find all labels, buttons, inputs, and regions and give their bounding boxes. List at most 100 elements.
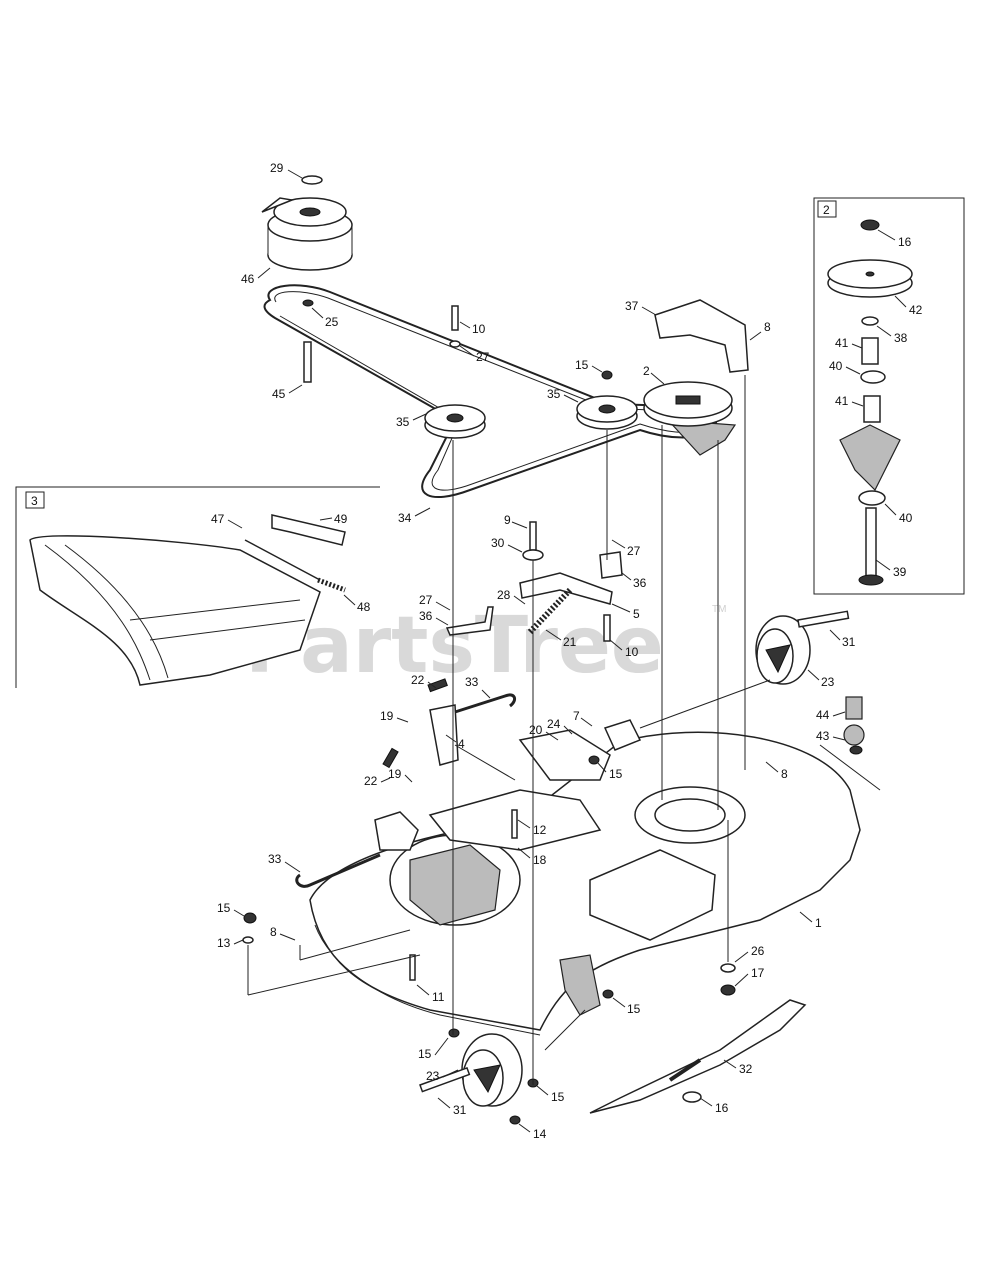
bracket-36-part — [599, 551, 623, 579]
callout-35a: 35 — [547, 387, 561, 401]
nut-15d-part — [602, 989, 614, 999]
callout-9: 9 — [504, 513, 511, 527]
callout-15c: 15 — [217, 901, 231, 915]
callout-27c: 27 — [419, 593, 433, 607]
callout-40a: 40 — [829, 359, 843, 373]
callout-45: 45 — [272, 387, 286, 401]
nut-17-part — [720, 984, 736, 996]
callout-26: 26 — [751, 944, 765, 958]
callout-36a: 36 — [633, 576, 647, 590]
callout-42: 42 — [909, 303, 923, 317]
idler-pulley-right-part — [576, 395, 638, 430]
nut-16b-part — [682, 1091, 702, 1103]
bolt-10b-part — [603, 614, 611, 642]
callout-12: 12 — [533, 823, 547, 837]
callout-31b: 31 — [453, 1103, 467, 1117]
callout-34: 34 — [398, 511, 412, 525]
callout-33b: 33 — [268, 852, 282, 866]
spindle-pulley-part — [643, 381, 737, 456]
washer-27-part — [449, 340, 461, 348]
callout-29: 29 — [270, 161, 284, 175]
callout-15b: 15 — [609, 767, 623, 781]
callout-10b: 10 — [625, 645, 639, 659]
inset-box-2-label: 2 — [823, 203, 830, 217]
callout-23b: 23 — [426, 1069, 440, 1083]
callout-14: 14 — [533, 1127, 547, 1141]
partstree-watermark: PartsTree — [245, 601, 664, 691]
callout-16a: 16 — [898, 235, 912, 249]
callout-39: 39 — [893, 565, 907, 579]
blade-32-part — [589, 999, 807, 1114]
callout-41a: 41 — [835, 336, 849, 350]
callout-7: 7 — [573, 709, 580, 723]
callout-24: 24 — [547, 717, 561, 731]
callout-18: 18 — [533, 853, 547, 867]
callout-49: 49 — [334, 512, 348, 526]
callout-41b: 41 — [835, 394, 849, 408]
callout-32: 32 — [739, 1062, 753, 1076]
bolt-9-part — [529, 521, 537, 551]
nut-25-part — [302, 299, 314, 307]
callout-22b: 22 — [364, 774, 378, 788]
inset-box-3-label: 3 — [31, 494, 38, 508]
washer-26-part — [720, 963, 736, 973]
spring-21-part — [527, 587, 573, 635]
bolt-10-part — [451, 305, 459, 331]
inset-box-3: 3 — [15, 486, 380, 688]
callout-48: 48 — [357, 600, 371, 614]
callout-46: 46 — [241, 272, 255, 286]
callout-5: 5 — [633, 607, 640, 621]
nut-15c-part — [243, 912, 257, 924]
adjuster-44-43-part — [843, 696, 865, 755]
callout-43: 43 — [816, 729, 830, 743]
rod-33a-part — [454, 693, 517, 714]
callout-38: 38 — [894, 331, 908, 345]
callout-35b: 35 — [396, 415, 410, 429]
nut-14-part — [509, 1115, 521, 1125]
callout-27b: 27 — [627, 544, 641, 558]
callout-40b: 40 — [899, 511, 913, 525]
electric-clutch-part — [261, 175, 353, 271]
callout-30: 30 — [491, 536, 505, 550]
idler-arm-5-part — [519, 572, 613, 605]
callout-15e: 15 — [418, 1047, 432, 1061]
idler-pulley-left-part — [424, 404, 486, 439]
leader-lines — [247, 375, 881, 1085]
gauge-wheel-right-part — [755, 610, 850, 685]
callout-8b: 8 — [781, 767, 788, 781]
bracket-36b-part — [445, 606, 494, 636]
gauge-wheel-left-part — [419, 1033, 523, 1107]
callout-labels: 29 46 25 45 10 27 15 35 35 2 37 8 34 9 3… — [211, 161, 923, 1141]
spring-22b-part — [382, 747, 399, 769]
callout-25: 25 — [325, 315, 339, 329]
callout-36b: 36 — [419, 609, 433, 623]
discharge-chute-part — [29, 514, 346, 686]
callout-8c: 8 — [270, 925, 277, 939]
callout-15d: 15 — [627, 1002, 641, 1016]
nut-15e-part — [448, 1028, 460, 1038]
mower-deck-shell-part — [309, 704, 861, 1036]
callout-10a: 10 — [472, 322, 486, 336]
callout-16b: 16 — [715, 1101, 729, 1115]
callout-31a: 31 — [842, 635, 856, 649]
callout-44: 44 — [816, 708, 830, 722]
callout-4: 4 — [458, 737, 465, 751]
callout-15f: 15 — [551, 1090, 565, 1104]
nut-15b-part — [588, 755, 600, 765]
callout-21: 21 — [563, 635, 577, 649]
spring-22a-part — [427, 678, 448, 693]
callout-33a: 33 — [465, 675, 479, 689]
callout-47: 47 — [211, 512, 225, 526]
callout-19b: 19 — [388, 767, 402, 781]
callout-15a: 15 — [575, 358, 589, 372]
washer-30-part — [522, 549, 544, 561]
washer-13-part — [242, 936, 254, 944]
callout-23a: 23 — [821, 675, 835, 689]
nut-15-part — [601, 370, 613, 380]
callout-20: 20 — [529, 723, 543, 737]
callout-11: 11 — [432, 990, 445, 1004]
callout-13: 13 — [217, 936, 231, 950]
trademark-mark: TM — [712, 604, 726, 615]
pin-12-part — [511, 809, 518, 839]
